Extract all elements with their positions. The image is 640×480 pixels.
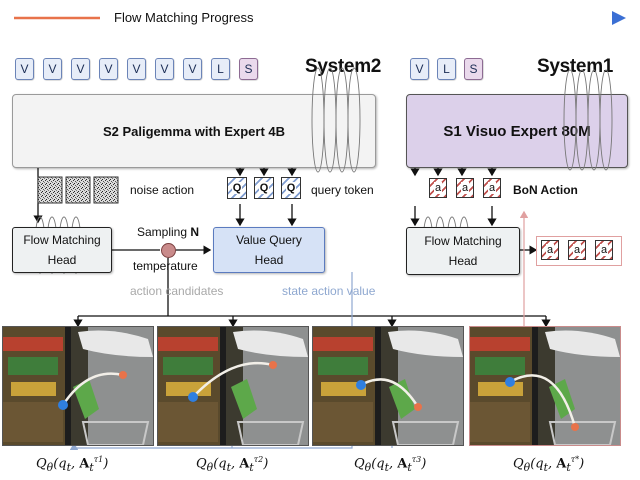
s1-model-label: S1 Visuo Expert 80M bbox=[443, 122, 591, 140]
query-token-label: query token bbox=[311, 183, 374, 197]
bon-token-3: a bbox=[483, 178, 501, 198]
shelf-scene-image bbox=[313, 327, 463, 445]
sampling-n: N bbox=[190, 225, 200, 239]
s1-model-box: S1 Visuo Expert 80M bbox=[406, 94, 628, 168]
formula-2: Qθ(qt, Atτ2) bbox=[196, 455, 269, 474]
shelf-scene-image bbox=[470, 327, 620, 445]
progress-arrow bbox=[14, 11, 626, 25]
system2-token-1: V bbox=[15, 58, 34, 80]
formula-3: Qθ(qt, Atτ3) bbox=[354, 455, 427, 474]
s1-flow-head-label: Flow Matching Head bbox=[424, 234, 502, 268]
action-candidates-label: action candidates bbox=[130, 284, 224, 298]
system2-token-2: V bbox=[43, 58, 62, 80]
system2-token-3: V bbox=[71, 58, 90, 80]
system2-token-9: S bbox=[239, 58, 258, 80]
shelf-scene-image bbox=[3, 327, 153, 445]
value-query-head: Value Query Head bbox=[213, 227, 325, 273]
s2-flow-head-label: Flow Matching Head bbox=[23, 233, 101, 267]
query-token-3: Q bbox=[281, 177, 301, 199]
system2-token-8: L bbox=[211, 58, 230, 80]
value-head-label: Value Query Head bbox=[236, 233, 302, 267]
noise-action-tokens bbox=[37, 176, 119, 204]
system1-token-1: V bbox=[410, 58, 429, 80]
sampling-label: Sampling N bbox=[137, 225, 199, 239]
output-token-row bbox=[536, 236, 622, 266]
formula-4: Qθ(qt, Atτ*) bbox=[513, 455, 585, 474]
system2-token-5: V bbox=[127, 58, 146, 80]
system2-token-4: V bbox=[99, 58, 118, 80]
s1-flow-matching-head: Flow Matching Head bbox=[406, 227, 520, 275]
shelf-scene-image bbox=[158, 327, 308, 445]
query-token-1: Q bbox=[227, 177, 247, 199]
sampling-dot bbox=[161, 243, 176, 258]
sampling-text: Sampling bbox=[137, 225, 188, 239]
system2-token-7: V bbox=[183, 58, 202, 80]
selected-photo bbox=[469, 326, 621, 446]
bon-action-label: BoN Action bbox=[513, 183, 578, 197]
query-token-2: Q bbox=[254, 177, 274, 199]
temperature-label: temperature bbox=[133, 259, 198, 273]
system1-title: System1 bbox=[537, 56, 614, 77]
candidate-photo-1 bbox=[2, 326, 154, 446]
output-token-1: a bbox=[541, 240, 559, 260]
bon-token-2: a bbox=[456, 178, 474, 198]
output-token-2: a bbox=[568, 240, 586, 260]
noise-action-label: noise action bbox=[130, 183, 195, 197]
progress-label: Flow Matching Progress bbox=[114, 10, 254, 25]
s2-model-label: S2 Paligemma with Expert 4B bbox=[102, 123, 286, 139]
formula-1: Qθ(qt, Atτ1) bbox=[36, 455, 109, 474]
state-action-value-label: state action value bbox=[282, 284, 376, 298]
candidate-photo-3 bbox=[312, 326, 464, 446]
output-token-3: a bbox=[595, 240, 613, 260]
system1-token-2: L bbox=[437, 58, 456, 80]
system1-token-3: S bbox=[464, 58, 483, 80]
s2-model-box: S2 Paligemma with Expert 4B bbox=[12, 94, 376, 168]
s2-flow-matching-head: Flow Matching Head bbox=[12, 227, 112, 273]
system2-token-6: V bbox=[155, 58, 174, 80]
bon-token-1: a bbox=[429, 178, 447, 198]
candidate-photo-2 bbox=[157, 326, 309, 446]
system2-title: System2 bbox=[305, 56, 382, 77]
